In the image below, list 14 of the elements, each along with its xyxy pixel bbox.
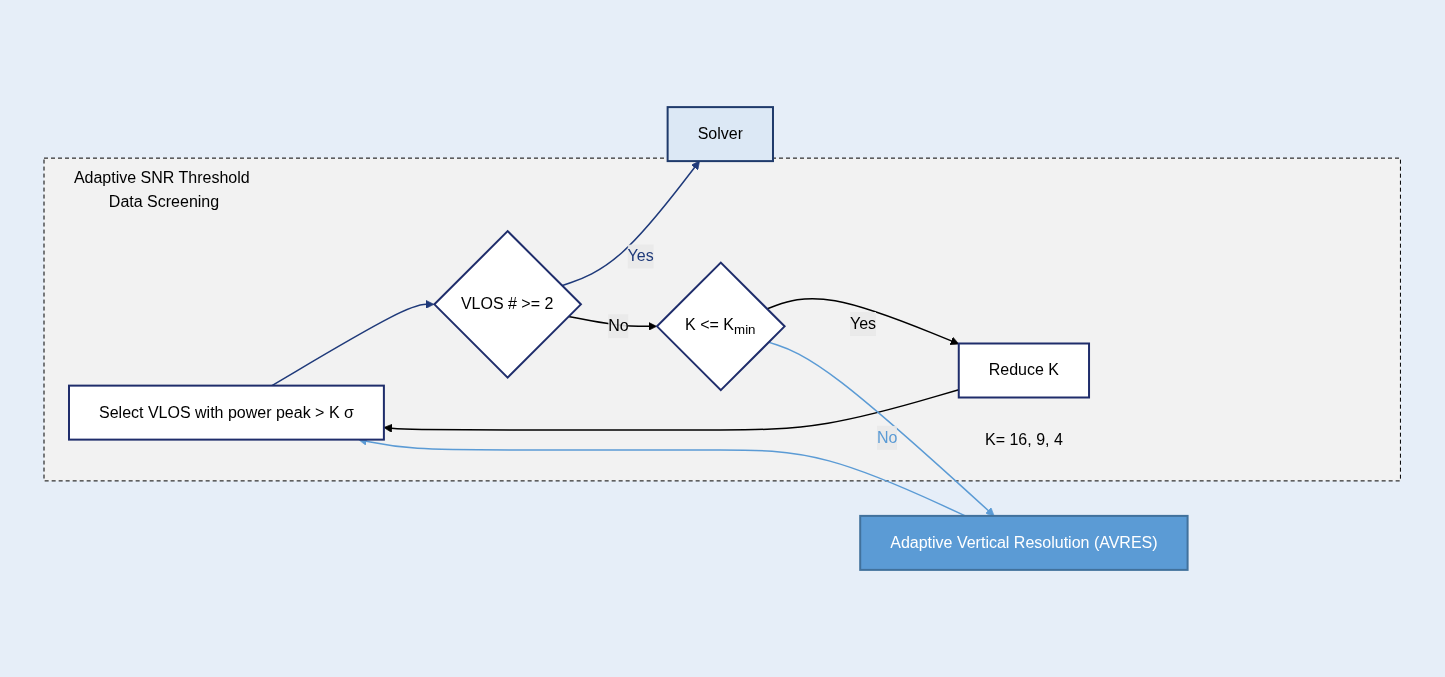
edge-label: No <box>877 428 898 446</box>
node-label: K= 16, 9, 4 <box>985 431 1064 449</box>
node-box: Select VLOS with power peak > K σ <box>68 384 386 441</box>
arrow <box>561 160 701 287</box>
edge-label: Yes <box>850 314 877 332</box>
node-box: Solver <box>666 106 775 163</box>
node-box: Reduce K <box>958 342 1091 399</box>
arrow <box>271 299 435 387</box>
node-diamond: K <= K$_{min}$ <box>655 261 787 392</box>
edge-label: Yes <box>627 247 654 265</box>
node-box: Adaptive Vertical Resolution (AVRES) <box>859 514 1189 571</box>
edge-label: No <box>608 317 629 335</box>
node-diamond: VLOS # >= 2 <box>433 229 583 380</box>
arrow <box>766 297 960 345</box>
